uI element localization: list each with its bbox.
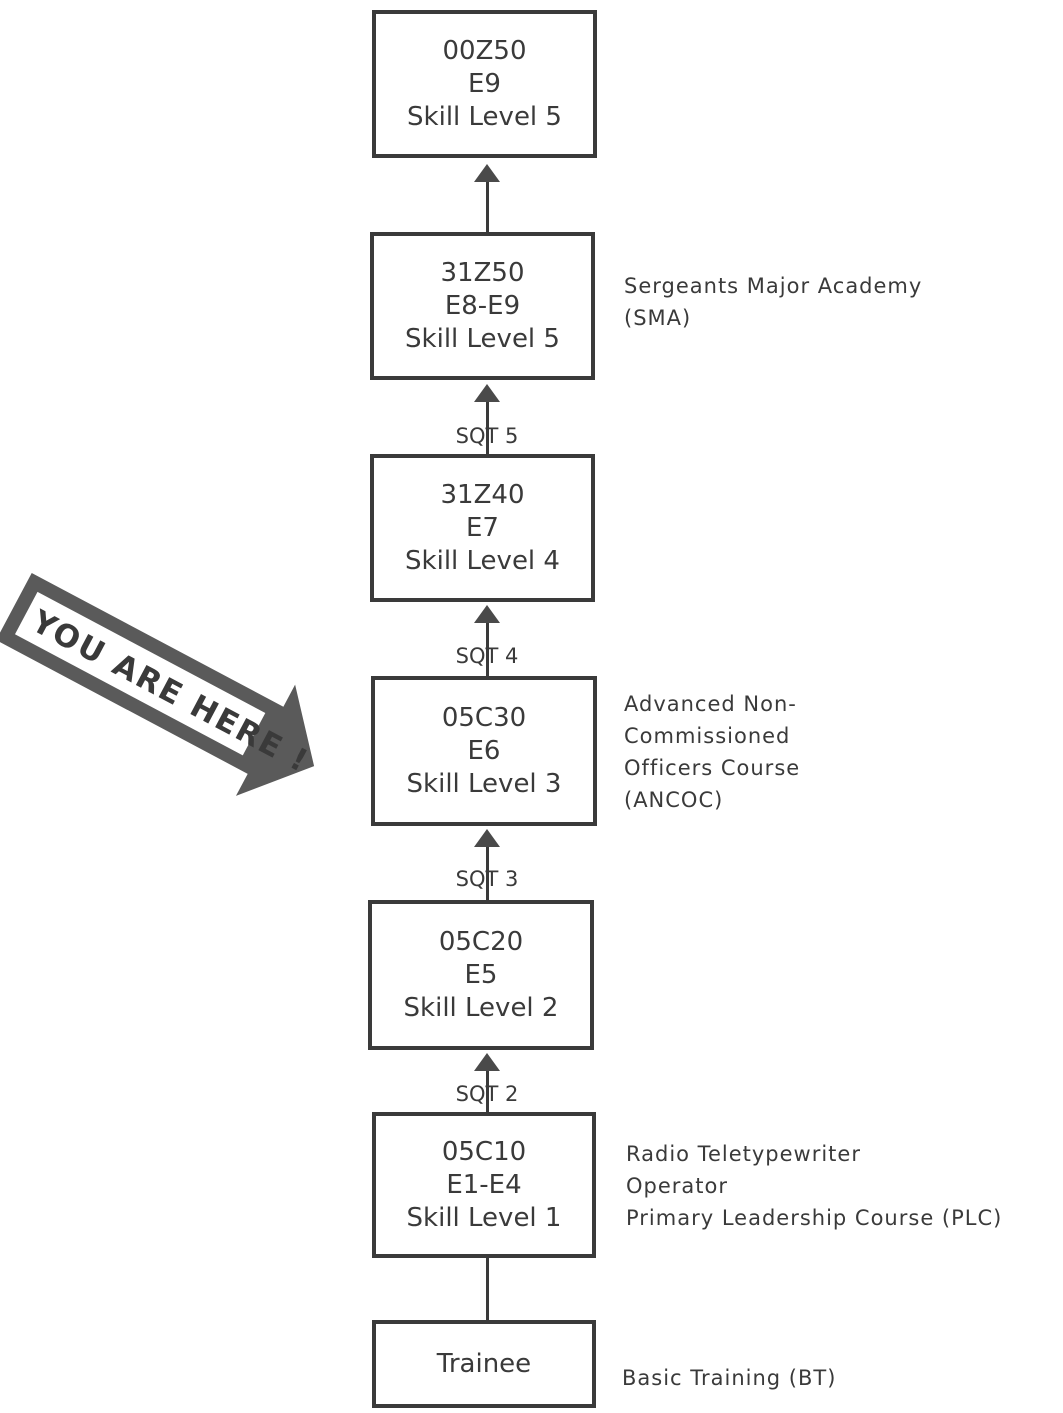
- mos-code: 05C20: [438, 926, 524, 957]
- connector-line: [486, 1066, 489, 1112]
- mos-code: 05C10: [441, 1136, 527, 1167]
- trainee-box: Trainee: [372, 1320, 596, 1408]
- note-line: Primary Leadership Course (PLC): [626, 1206, 1003, 1230]
- note-line: Advanced Non-: [624, 692, 797, 716]
- mos-code: 05C30: [441, 702, 527, 733]
- rank-box: 05C10 E1-E4 Skill Level 1: [372, 1112, 596, 1258]
- arrow-up-icon: [474, 164, 500, 182]
- skill-level: Skill Level 5: [405, 323, 560, 354]
- pay-grade: E8-E9: [444, 290, 521, 321]
- pay-grade: E9: [468, 68, 501, 99]
- note-sma: Sergeants Major Academy (SMA): [624, 270, 922, 334]
- you-are-here-label: YOU ARE HERE !: [25, 603, 315, 780]
- pay-grade: E1-E4: [446, 1169, 522, 1200]
- mos-code: 31Z50: [440, 257, 525, 288]
- note-bt: Basic Training (BT): [622, 1366, 837, 1390]
- arrow-up-icon: [474, 1053, 500, 1071]
- note-line: Operator: [626, 1174, 728, 1198]
- note-line: Officers Course: [624, 756, 801, 780]
- pay-grade: E7: [466, 512, 499, 543]
- sqt-label: SQT 3: [455, 867, 519, 891]
- trainee-label: Trainee: [436, 1348, 532, 1379]
- sqt-label: SQT 2: [455, 1082, 519, 1106]
- skill-level: Skill Level 3: [406, 768, 562, 799]
- connector-line: [486, 1254, 489, 1320]
- arrow-up-icon: [474, 384, 500, 402]
- connector-line: [486, 396, 489, 454]
- note-line: Commissioned: [624, 724, 791, 748]
- note-plc: Radio Teletypewriter Operator Primary Le…: [626, 1138, 1002, 1234]
- pay-grade: E5: [464, 959, 498, 990]
- mos-code: 00Z50: [442, 35, 527, 66]
- note-line: Sergeants Major Academy: [624, 274, 923, 298]
- skill-level: Skill Level 4: [405, 545, 560, 576]
- sqt-label: SQT 5: [455, 424, 519, 448]
- skill-level: Skill Level 1: [406, 1202, 562, 1233]
- arrow-up-icon: [474, 605, 500, 623]
- mos-code: 31Z40: [440, 479, 525, 510]
- rank-box: 05C20 E5 Skill Level 2: [368, 900, 594, 1050]
- rank-box: 31Z50 E8-E9 Skill Level 5: [370, 232, 595, 380]
- note-line: (ANCOC): [624, 788, 724, 812]
- note-ancoc: Advanced Non- Commissioned Officers Cour…: [624, 688, 800, 816]
- skill-level: Skill Level 2: [403, 992, 559, 1023]
- note-line: (SMA): [624, 306, 692, 330]
- skill-level: Skill Level 5: [407, 101, 562, 132]
- you-are-here-arrow-icon: YOU ARE HERE !: [0, 572, 315, 796]
- note-line: Radio Teletypewriter: [626, 1142, 861, 1166]
- rank-box: 00Z50 E9 Skill Level 5: [372, 10, 597, 158]
- connector-line: [486, 176, 489, 232]
- pay-grade: E6: [467, 735, 501, 766]
- sqt-label: SQT 4: [455, 644, 519, 668]
- connector-line: [486, 618, 489, 676]
- connector-line: [486, 842, 489, 900]
- arrow-up-icon: [474, 829, 500, 847]
- rank-box: 31Z40 E7 Skill Level 4: [370, 454, 595, 602]
- rank-box-current: 05C30 E6 Skill Level 3: [371, 676, 597, 826]
